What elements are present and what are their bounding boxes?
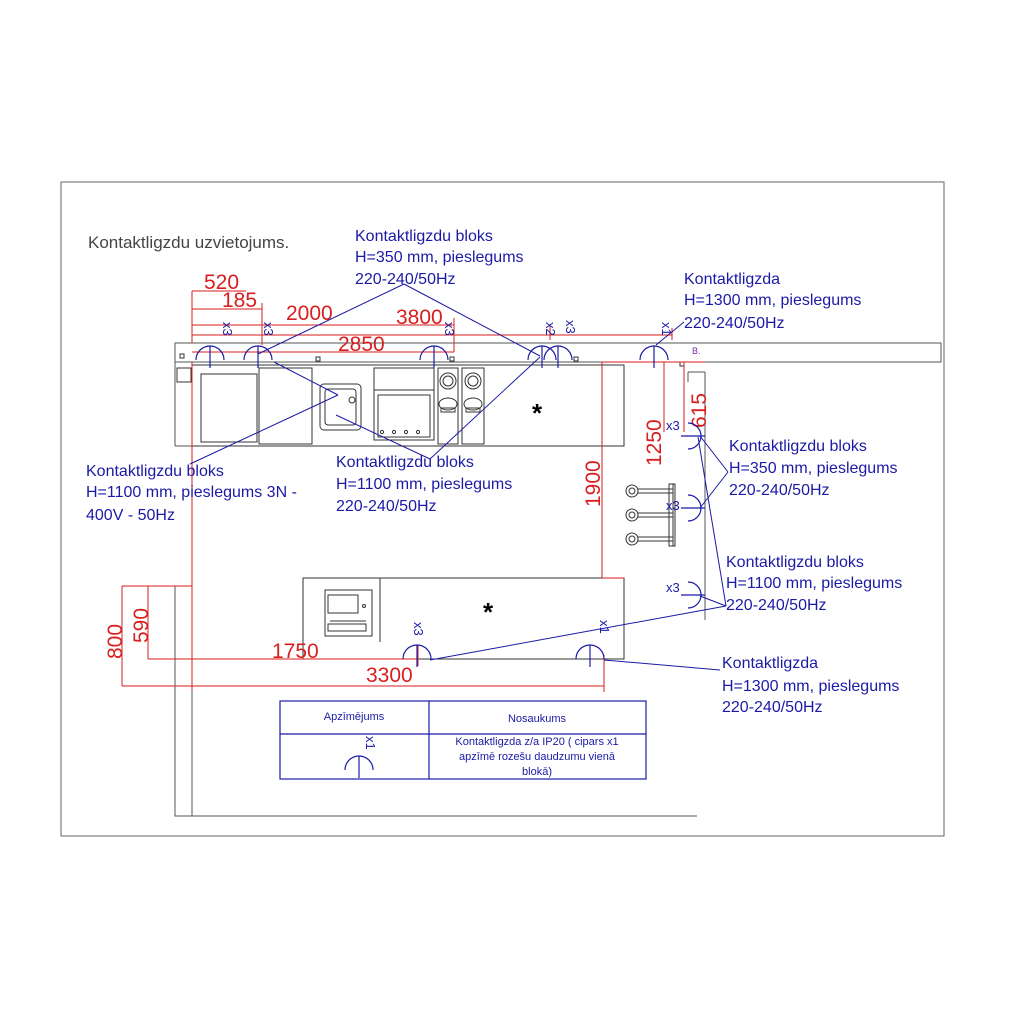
dim-3300: 3300 [366, 664, 413, 687]
dim-800: 800 [104, 624, 127, 659]
legend-header-name: Nosaukums [508, 713, 567, 725]
dim-1750: 1750 [272, 640, 319, 663]
socket-icon [419, 345, 449, 368]
svg-text:Kontaktligzdu bloks: Kontaktligzdu bloks [336, 454, 474, 471]
qty-label: x3 [563, 320, 578, 334]
marker-b-label: B. [692, 346, 701, 356]
note-socket-block-1100-right: Kontaktligzdu bloks H=1100 mm, pieslegum… [726, 554, 902, 614]
qty-label: x1 [659, 322, 674, 336]
qty-label: x3 [666, 580, 680, 595]
svg-text:H=1100 mm, pieslegums: H=1100 mm, pieslegums [336, 476, 512, 493]
sheet-frame [60, 181, 945, 837]
socket-icon [243, 345, 273, 368]
dim-520: 520 [204, 271, 239, 294]
qty-label: x3 [220, 322, 235, 336]
svg-text:H=350 mm, pieslegums: H=350 mm, pieslegums [729, 460, 898, 477]
note-socket-1300-bottom: Kontaktligzda H=1300 mm, pieslegums 220-… [722, 655, 899, 716]
dim-185: 185 [222, 289, 257, 312]
socket-icon [195, 345, 225, 368]
svg-text:220-240/50Hz: 220-240/50Hz [729, 482, 830, 499]
dim-1900: 1900 [582, 460, 605, 507]
wall-fixtures [625, 483, 676, 547]
qty-label: x3 [261, 322, 276, 336]
drawing-title: Kontaktligzdu uzvietojums. [88, 233, 289, 252]
legend-description-line: Kontaktligzda z/a IP20 ( cipars x1 [455, 736, 618, 748]
socket-icon [527, 345, 557, 368]
note-socket-1300-top: Kontaktligzda H=1300 mm, pieslegums 220-… [684, 271, 861, 332]
front-counter [302, 577, 625, 660]
svg-text:H=1300 mm, pieslegums: H=1300 mm, pieslegums [684, 292, 861, 309]
legend-table: Apzīmējums Nosaukums x1 Kontaktligzda z/… [279, 700, 647, 780]
svg-text:Kontaktligzdu bloks: Kontaktligzdu bloks [355, 228, 493, 245]
dim-1250: 1250 [643, 419, 666, 466]
dim-2000: 2000 [286, 302, 333, 325]
socket-icon [543, 345, 573, 368]
socket-icon [681, 422, 705, 450]
qty-label: x3 [442, 322, 457, 336]
svg-text:220-240/50Hz: 220-240/50Hz [726, 597, 827, 614]
note-socket-block-350-right: Kontaktligzdu bloks H=350 mm, pieslegums… [729, 438, 898, 499]
note-socket-block-3n-400v: Kontaktligzdu bloks H=1100 mm, pieslegum… [86, 463, 297, 524]
svg-text:220-240/50Hz: 220-240/50Hz [684, 315, 785, 332]
legend-description-line: blokā) [522, 766, 552, 778]
svg-text:H=350 mm, pieslegums: H=350 mm, pieslegums [355, 249, 524, 266]
wall-markers [179, 353, 685, 367]
qty-label: x2 [543, 322, 558, 336]
back-counter [176, 364, 625, 447]
socket-icon [575, 644, 605, 667]
socket-symbols [195, 345, 705, 667]
svg-text:H=1100 mm, pieslegums: H=1100 mm, pieslegums [726, 575, 902, 592]
dim-3800: 3800 [396, 306, 443, 329]
dimension-lines [121, 290, 705, 692]
dim-590: 590 [130, 608, 153, 643]
legend-description-line: apzīmē rozešu daudzumu vienā [459, 751, 616, 763]
svg-text:220-240/50Hz: 220-240/50Hz [722, 699, 823, 716]
note-socket-block-1100-center: Kontaktligzdu bloks H=1100 mm, pieslegum… [336, 454, 512, 515]
svg-text:400V - 50Hz: 400V - 50Hz [86, 507, 175, 524]
qty-label: x3 [666, 498, 680, 513]
star-mark-back: * [532, 398, 543, 428]
qty-label: x3 [666, 418, 680, 433]
dim-615: 615 [688, 393, 711, 428]
svg-text:220-240/50Hz: 220-240/50Hz [355, 271, 456, 288]
socket-icon [639, 345, 669, 368]
svg-text:Kontaktligzdu bloks: Kontaktligzdu bloks [86, 463, 224, 480]
socket-icon [402, 644, 432, 667]
svg-text:H=1100 mm, pieslegums 3N -: H=1100 mm, pieslegums 3N - [86, 484, 297, 501]
note-socket-block-350-top: Kontaktligzdu bloks H=350 mm, pieslegums… [355, 228, 524, 288]
qty-label: x3 [411, 622, 426, 636]
qty-label: x1 [597, 620, 612, 634]
socket-icon [681, 494, 705, 522]
star-mark-island: * [483, 597, 494, 627]
svg-text:220-240/50Hz: 220-240/50Hz [336, 498, 437, 515]
svg-text:H=1300 mm, pieslegums: H=1300 mm, pieslegums [722, 678, 899, 695]
dim-2850: 2850 [338, 333, 385, 356]
svg-text:Kontaktligzda: Kontaktligzda [684, 271, 780, 288]
svg-text:Kontaktligzda: Kontaktligzda [722, 655, 818, 672]
leader-lines [189, 283, 729, 671]
socket-icon [344, 755, 374, 778]
svg-text:Kontaktligzdu bloks: Kontaktligzdu bloks [726, 554, 864, 571]
legend-header-symbol: Apzīmējums [324, 711, 385, 723]
socket-icon [681, 581, 705, 609]
svg-text:Kontaktligzdu bloks: Kontaktligzdu bloks [729, 438, 867, 455]
legend-symbol-qty: x1 [363, 736, 378, 750]
